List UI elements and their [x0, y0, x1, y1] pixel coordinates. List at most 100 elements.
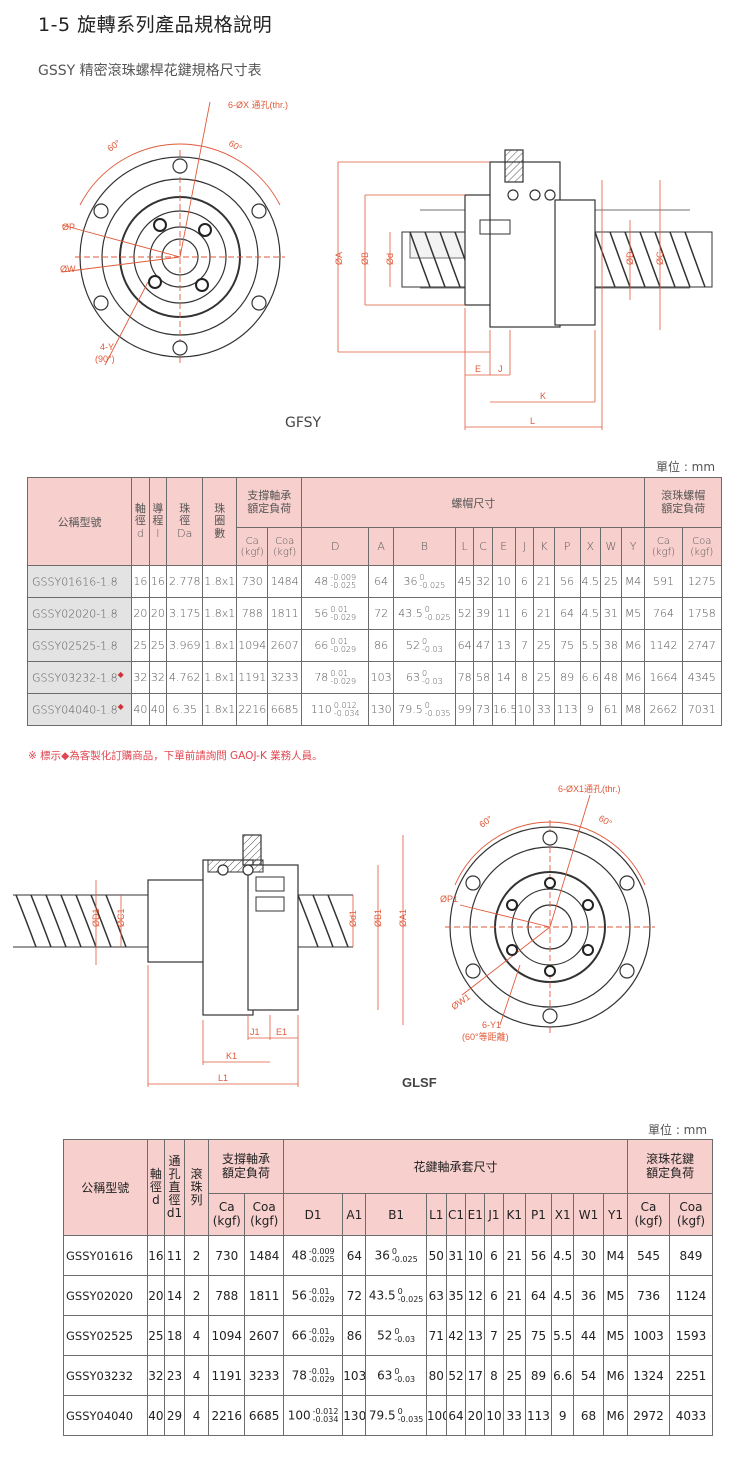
cell-k1: 21	[502, 1235, 526, 1276]
cell-d-outer-lower-tol: -0.029	[330, 676, 357, 686]
cell-y1: M5	[602, 1315, 629, 1356]
cell-c1: 35	[445, 1275, 467, 1316]
cell-x: 5.5	[579, 629, 602, 662]
glsf-angle-b: 60°	[597, 813, 614, 829]
cell-j: 8	[514, 661, 535, 694]
cell-da: 2.778	[166, 565, 204, 598]
cell-l1: 71	[425, 1315, 447, 1356]
glsf-dim-k1: K1	[226, 1051, 237, 1061]
cell-d-outer-upper-tol: 0.01	[330, 636, 349, 646]
cell-b1-nominal: 43.5	[368, 1288, 396, 1302]
cell-w: 25	[600, 565, 622, 598]
model-cell: GSSY03232	[63, 1355, 148, 1396]
t1-header-col: B	[392, 527, 456, 566]
cell-a1: 103	[342, 1355, 367, 1396]
cell-p: 56	[553, 565, 581, 598]
glsf-taps: 6-Y1	[482, 1020, 501, 1030]
cell-coa: 3233	[244, 1355, 284, 1396]
t1-header-col: X	[579, 527, 602, 566]
cell-k1: 25	[502, 1315, 526, 1356]
gfsy-dim-l: L	[530, 416, 535, 426]
cell-x: 4.5	[579, 565, 602, 598]
cell-d-outer-upper-tol: 0.012	[333, 700, 357, 710]
cell-coa: 3233	[267, 661, 303, 694]
model-cell: GSSY02525-1.8	[26, 629, 133, 662]
cell-d: 16	[131, 565, 150, 598]
model-cell: GSSY02020	[63, 1275, 148, 1316]
cell-b-upper-tol: 0	[424, 700, 430, 710]
cell-d1: 18	[164, 1315, 185, 1356]
t1-header-col: J	[514, 527, 535, 566]
t1-header-col: A	[368, 527, 394, 566]
cell-k: 33	[533, 693, 555, 726]
cell-x1: 4.5	[551, 1275, 575, 1316]
cell-y: M8	[620, 693, 646, 726]
cell-j1: 7	[484, 1315, 504, 1356]
cell-r: 2	[183, 1235, 210, 1276]
cell-b-upper-tol: 0	[422, 636, 428, 646]
cell-b1-lower-tol: -0.025	[397, 1294, 424, 1304]
glsf-dim-d1: ØD1	[91, 908, 101, 927]
cell-x: 4.5	[579, 597, 602, 630]
gfsy-dim-dd: ØD	[625, 251, 635, 265]
cell-coa2: 2251	[668, 1355, 714, 1396]
glsf-dim-dd1: Ød1	[348, 910, 358, 927]
cell-y1: M6	[602, 1395, 629, 1436]
cell-a1: 72	[342, 1275, 367, 1316]
cell-b-nominal: 43.5	[398, 606, 423, 620]
gfsy-holes-label: 6-ØX 通孔(thr.)	[228, 100, 288, 110]
cell-coa: 1811	[244, 1275, 284, 1316]
cell-d-outer-lower-tol: -0.025	[330, 580, 357, 590]
cell-d1-outer-upper-tol: -0.01	[308, 1366, 330, 1376]
gfsy-caption: GFSY	[285, 415, 322, 431]
t1-header-col: E	[491, 527, 516, 566]
cell-b-upper-tol: 0	[422, 668, 428, 678]
cell-j: 6	[514, 565, 535, 598]
glsf-taps-angle: (60°等距離)	[462, 1031, 509, 1042]
cell-b-nominal: 79.5	[398, 702, 423, 716]
cell-d1-outer-nominal: 48	[291, 1248, 307, 1262]
cell-d-outer: 48-0.009-0.025	[301, 565, 370, 598]
t1-header-ca: Ca(kgf)	[236, 527, 269, 566]
cell-d1-outer-nominal: 56	[291, 1288, 307, 1302]
cell-w1: 44	[573, 1315, 604, 1356]
cell-p1: 64	[524, 1275, 553, 1316]
cell-d: 25	[131, 629, 150, 662]
cell-d1-outer-upper-tol: -0.01	[308, 1326, 330, 1336]
model-name: GSSY02020-1.8	[32, 607, 118, 621]
cell-ca: 1094	[208, 1315, 246, 1356]
cell-x1: 4.5	[551, 1235, 575, 1276]
cell-n: 1.8x1	[202, 661, 238, 694]
cell-b1-nominal: 79.5	[368, 1408, 396, 1422]
cell-x1: 9	[551, 1395, 575, 1436]
cell-j: 6	[514, 597, 535, 630]
cell-a: 103	[368, 661, 394, 694]
cell-coa2: 1275	[681, 565, 723, 598]
cell-w: 31	[600, 597, 622, 630]
cell-j1: 6	[484, 1275, 504, 1316]
cell-l: 32	[148, 661, 168, 694]
cell-d-outer-upper-tol: 0.01	[330, 604, 349, 614]
cell-ca: 1191	[236, 661, 269, 694]
cell-ca2: 1664	[644, 661, 683, 694]
cell-ca2: 591	[644, 565, 683, 598]
cell-b1-upper-tol: 0	[394, 1366, 400, 1376]
cell-e1: 20	[465, 1395, 486, 1436]
cell-x: 9	[579, 693, 602, 726]
cell-b-lower-tol: -0.025	[424, 612, 451, 622]
cell-coa: 1811	[267, 597, 303, 630]
gfsy-angle-b: 60°	[227, 138, 244, 154]
cell-n: 1.8x1	[202, 629, 238, 662]
cell-coa: 6685	[244, 1395, 284, 1436]
cell-b-lower-tol: -0.03	[422, 644, 443, 654]
model-cell: GSSY02020-1.8	[26, 597, 133, 630]
cell-d1-outer-upper-tol: -0.012	[312, 1406, 339, 1416]
cell-d: 16	[146, 1235, 166, 1276]
glsf-caption: GLSF	[402, 1075, 437, 1090]
t2-header-rows: 滾珠列	[183, 1139, 210, 1236]
cell-b1-nominal: 52	[377, 1328, 393, 1342]
cell-j1: 6	[484, 1235, 504, 1276]
